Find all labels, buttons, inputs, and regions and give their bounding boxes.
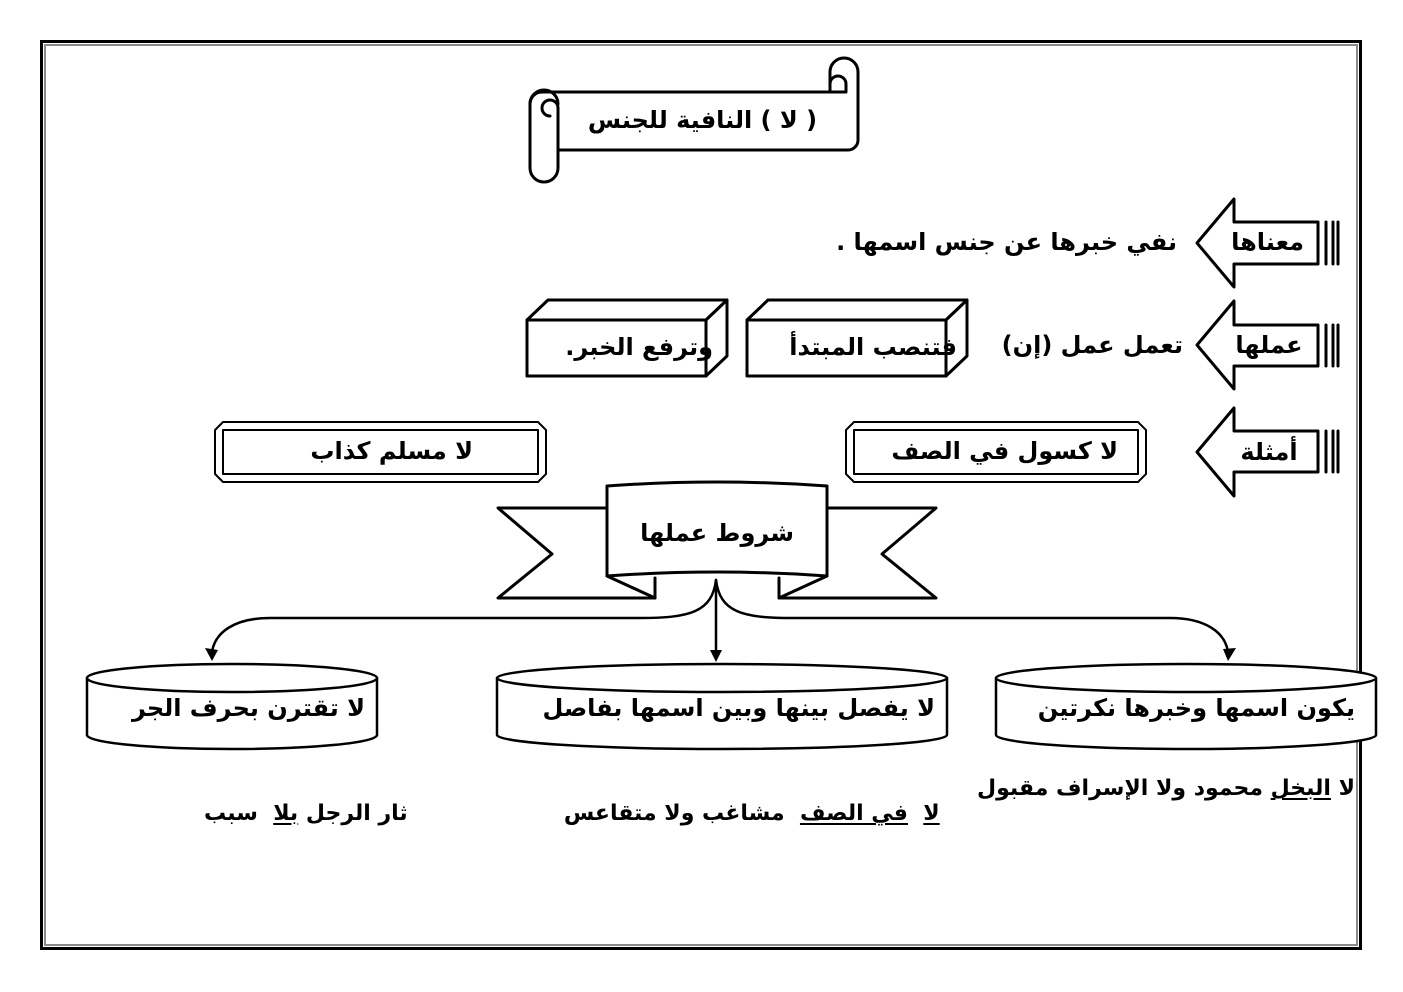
cex3-part2: سبب	[203, 801, 274, 826]
condition-example-3: ثار الرجل بلا سبب	[204, 776, 423, 826]
cylinder-1	[994, 662, 1378, 751]
connectors	[210, 578, 1230, 656]
cex2-underlined-2: في الصف	[799, 801, 908, 826]
example-box-1	[845, 421, 1147, 483]
meaning-text: نفي خبرها عن جنس اسمها .	[836, 228, 1177, 256]
condition-1-text: يكون اسمها وخبرها نكرتين	[1037, 694, 1355, 722]
raf-box-text: وترفع الخبر.	[565, 333, 713, 361]
cex3-underlined: بلا	[273, 801, 299, 826]
cex2-part2: مشاغب ولا متقاعس	[563, 801, 800, 826]
conditions-banner-text: شروط عملها	[640, 519, 794, 547]
conditions-ribbon	[496, 480, 938, 600]
title-scroll	[528, 56, 860, 184]
cylinder-2	[495, 662, 949, 751]
cex1-part1: لا	[1330, 776, 1355, 801]
page-title: ( لا ) النافية للجنس	[587, 106, 818, 134]
label-arrow-work	[1195, 299, 1340, 391]
cex3-part1: ثار الرجل	[298, 801, 408, 826]
examples-label: أمثلة	[1240, 438, 1298, 466]
cylinder-3	[85, 662, 379, 751]
box3d-nasb	[745, 298, 969, 378]
condition-2-text: لا يفصل بينها وبين اسمها بفاصل	[542, 694, 935, 722]
cex2-space	[908, 801, 923, 826]
label-arrow-meaning	[1195, 197, 1340, 289]
condition-example-2: لا في الصف مشاغب ولا متقاعس	[564, 776, 955, 826]
example-1-text: لا كسول في الصف	[891, 437, 1118, 465]
nasb-box-text: فتنصب المبتدأ	[789, 333, 957, 361]
label-arrow-examples	[1195, 406, 1340, 498]
box3d-raf	[525, 298, 729, 378]
condition-3-text: لا تقترن بحرف الجر	[131, 694, 365, 722]
cex1-underlined: البخل	[1270, 776, 1331, 801]
page-frame-inner	[44, 44, 1358, 946]
cex1-part2: محمود ولا الإسراف مقبول	[977, 776, 1271, 801]
example-box-2	[214, 421, 547, 483]
example-2-text: لا مسلم كذاب	[310, 437, 473, 465]
work-label: عملها	[1235, 331, 1303, 359]
work-text: تعمل عمل (إن)	[1001, 331, 1183, 359]
cex2-underlined-1: لا	[923, 801, 940, 826]
condition-example-1: لا البخل محمود ولا الإسراف مقبول	[977, 776, 1355, 801]
meaning-label: معناها	[1231, 228, 1304, 256]
